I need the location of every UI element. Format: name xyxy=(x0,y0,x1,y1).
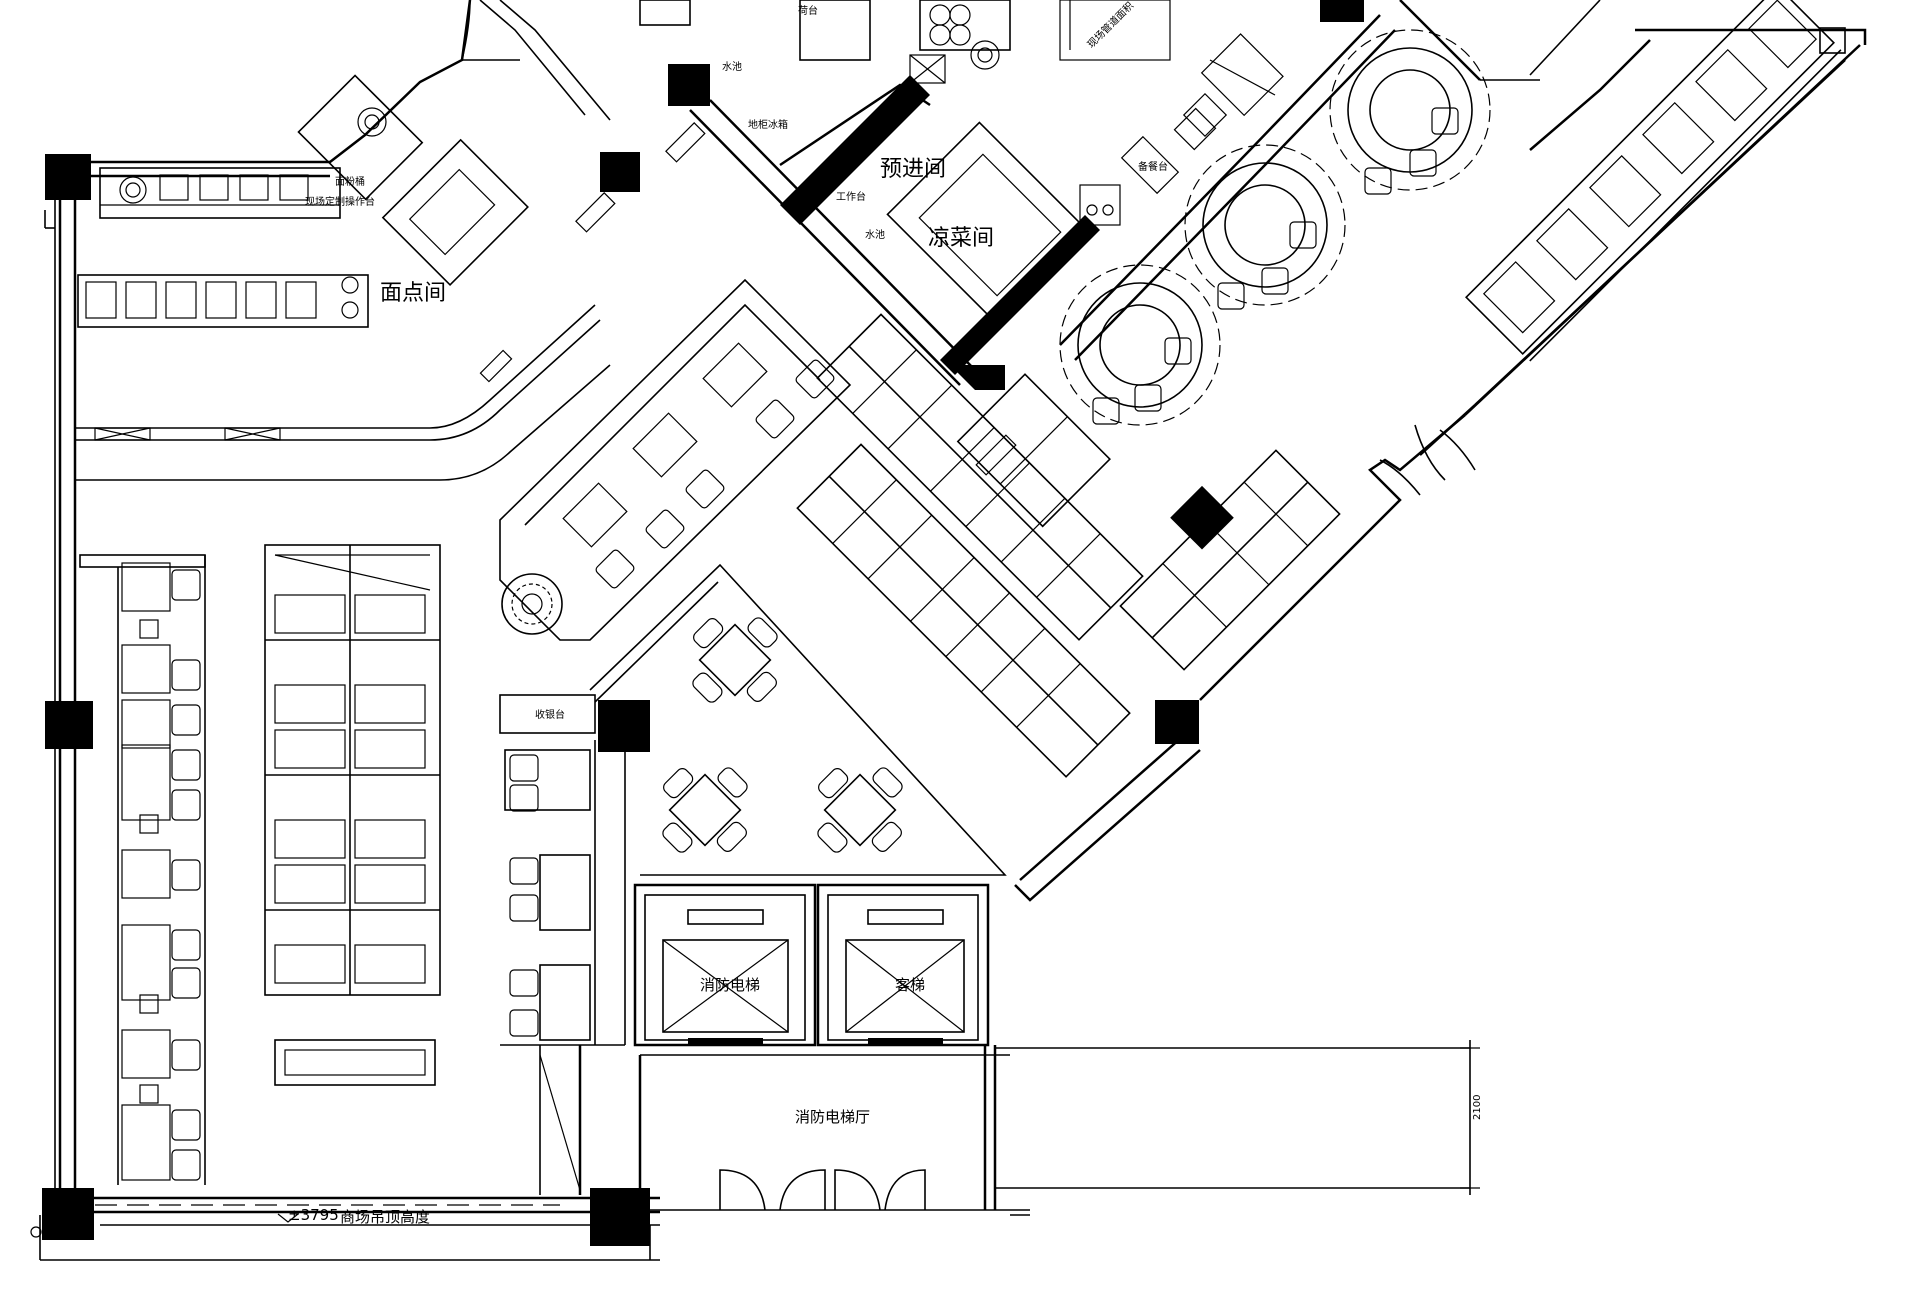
cashier-label: 收银台 xyxy=(535,708,565,721)
booth-bank-center xyxy=(796,313,1341,778)
booth-bank-upper xyxy=(499,278,852,641)
top-doors xyxy=(461,0,611,121)
exterior-walls xyxy=(30,200,660,1261)
ceiling-note-label: 商场吊顶高度 xyxy=(340,1208,430,1226)
noodle-room-label: 面点间 xyxy=(380,281,446,306)
right-entrance-door xyxy=(1379,429,1476,496)
under-counter-fridge-label: 地柜冰箱 xyxy=(748,118,788,131)
sink-small-label: 水池 xyxy=(865,228,885,241)
flour-bin-label: 面粉桶 xyxy=(335,175,365,188)
site-note-label: 现场管道面积 xyxy=(1084,0,1136,51)
cashier-area: 收银台 xyxy=(499,694,626,1046)
square-table xyxy=(662,767,748,853)
fire-elevator-label: 消防电梯 xyxy=(700,976,760,994)
dish-counter-label: 备餐台 xyxy=(1138,160,1168,173)
dimension-label: 2100 xyxy=(1472,1095,1483,1120)
counter-top-label: 荷台 xyxy=(798,4,818,17)
square-tables xyxy=(589,563,1007,876)
round-table xyxy=(1059,264,1221,426)
noodle-kitchen: 面点间 面粉桶 现场定制操作台 xyxy=(75,0,611,481)
custom-counter-label: 现场定制操作台 xyxy=(305,195,375,208)
round-table xyxy=(1329,29,1491,195)
elevator-core: 消防电梯 客梯 2100 消防电梯厅 ±3795 商场吊顶高度 xyxy=(277,883,1483,1226)
square-table xyxy=(817,767,903,853)
left-booths xyxy=(79,554,206,1185)
guest-elevator-label: 客梯 xyxy=(895,976,925,994)
sink-top-label: 水池 xyxy=(722,60,742,73)
cold-dish-room-label: 凉菜间 xyxy=(928,226,994,251)
center-booth-block xyxy=(264,544,441,1086)
prep-room-label: 预进间 xyxy=(880,157,946,182)
work-table-label: 工作台 xyxy=(836,190,866,203)
ceiling-height-label: ±3795 xyxy=(288,1206,339,1224)
lift-lobby-label: 消防电梯厅 xyxy=(795,1108,870,1126)
square-table xyxy=(692,617,778,703)
booth-bank-right xyxy=(1465,0,1842,362)
round-table xyxy=(1184,144,1346,310)
round-tables xyxy=(1059,29,1491,426)
